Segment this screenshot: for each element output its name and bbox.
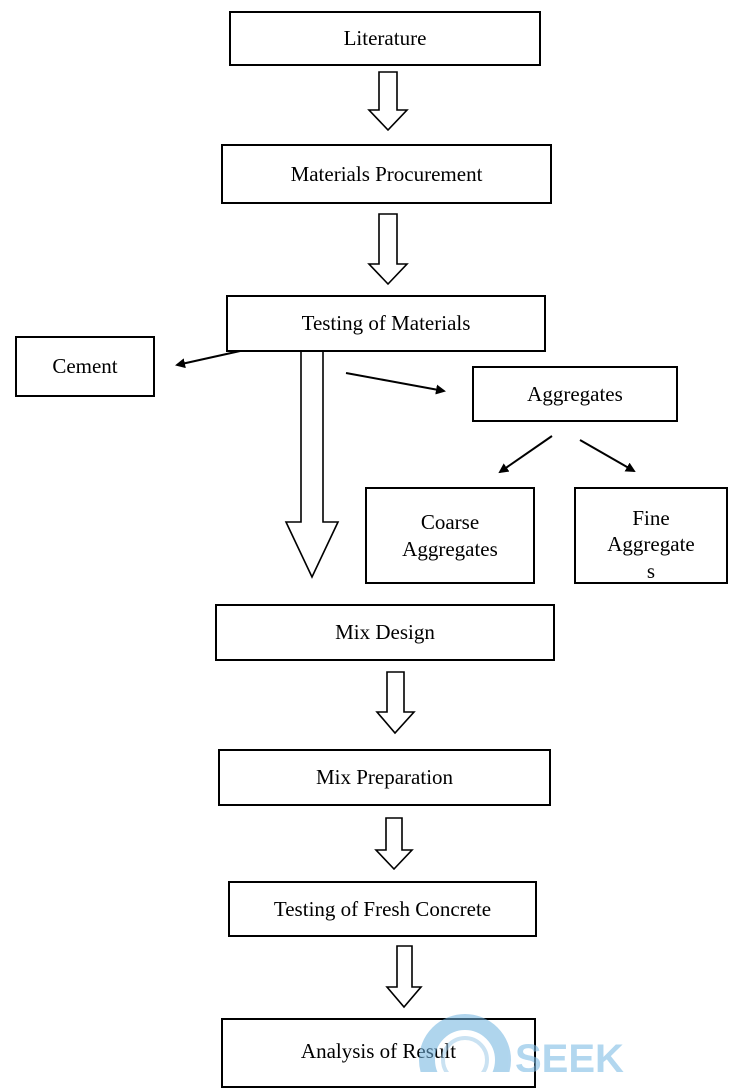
aggregates-box: Aggregates bbox=[472, 366, 678, 422]
mix-preparation-box: Mix Preparation bbox=[218, 749, 551, 806]
coarse-aggregates-label-line1: Coarse bbox=[420, 510, 480, 535]
mix-design-label: Mix Design bbox=[335, 620, 435, 645]
coarse-aggregates-box: Coarse Aggregates bbox=[365, 487, 535, 584]
mix-preparation-label: Mix Preparation bbox=[315, 765, 454, 790]
testing-of-materials-label: Testing of Materials bbox=[301, 311, 471, 336]
cement-label: Cement bbox=[52, 354, 118, 379]
literature-box: Literature bbox=[229, 11, 541, 66]
fine-aggregates-label-line2: Aggregate bbox=[607, 532, 695, 557]
analysis-of-result-box: Analysis of Result bbox=[221, 1018, 536, 1088]
materials-procurement-label: Materials Procurement bbox=[290, 161, 483, 186]
arrow-to-aggregates bbox=[345, 372, 446, 395]
fine-aggregates-box: Fine Aggregate s bbox=[574, 487, 728, 584]
coarse-aggregates-label-line2: Aggregates bbox=[402, 536, 498, 561]
analysis-of-result-label: Analysis of Result bbox=[300, 1039, 457, 1063]
testing-of-fresh-concrete-box: Testing of Fresh Concrete bbox=[228, 881, 537, 937]
literature-label: Literature bbox=[343, 26, 427, 51]
aggregates-label: Aggregates bbox=[527, 381, 623, 406]
block-arrow-procurement-to-testing bbox=[367, 213, 409, 286]
fine-aggregates-label-line1: Fine bbox=[632, 506, 670, 530]
block-arrow-literature-to-procurement bbox=[367, 71, 409, 132]
arrow-to-coarse-aggregates bbox=[498, 435, 553, 474]
fine-aggregates-label-line3: s bbox=[646, 558, 656, 583]
mix-design-box: Mix Design bbox=[215, 604, 555, 661]
block-arrow-fresh-testing-to-analysis bbox=[385, 945, 423, 1009]
materials-procurement-box: Materials Procurement bbox=[221, 144, 552, 204]
testing-of-fresh-concrete-label: Testing of Fresh Concrete bbox=[273, 896, 492, 921]
block-arrow-testing-to-mix-design bbox=[284, 332, 340, 579]
block-arrow-mix-design-to-preparation bbox=[375, 671, 416, 735]
testing-of-materials-box: Testing of Materials bbox=[226, 295, 546, 352]
cement-box: Cement bbox=[15, 336, 155, 397]
arrow-to-fine-aggregates bbox=[579, 439, 636, 472]
block-arrow-preparation-to-fresh-testing bbox=[374, 817, 414, 871]
